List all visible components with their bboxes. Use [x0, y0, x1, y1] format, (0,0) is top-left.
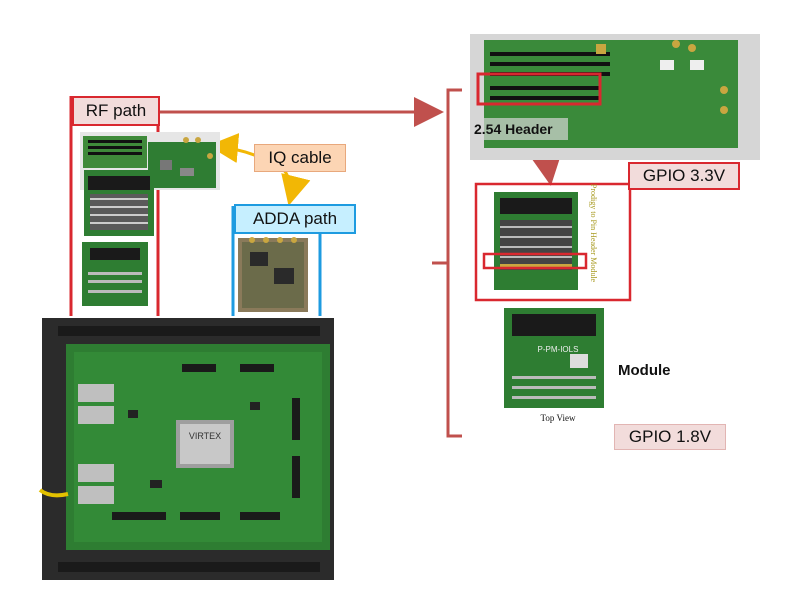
adda-board-photo: [238, 237, 308, 312]
adda-path-label: ADDA path: [234, 204, 356, 234]
header-highlight-box: [476, 72, 602, 106]
gpio33-board-photo: [470, 34, 760, 160]
fpga-main-board: [38, 318, 334, 580]
gpio18-module-photo: [504, 308, 604, 408]
top-view-label: Top View: [540, 413, 576, 423]
rf-small-module: [82, 242, 148, 306]
iq-cable-label: IQ cable: [254, 144, 346, 172]
gpio-bracket: [432, 88, 462, 438]
module-side-text: Prodigy to Pin Header Module: [589, 183, 599, 283]
rf-interposer-board: [84, 170, 154, 236]
prodigy-module-frame: [474, 182, 632, 302]
header-254-label: 2.54 Header: [474, 118, 568, 140]
prodigy-module-photo: [494, 192, 578, 290]
module-part-text: P-PM-IOLS: [537, 344, 579, 354]
gpio18-label: GPIO 1.8V: [614, 424, 726, 450]
module-label: Module: [618, 361, 671, 379]
prodigy-pin-highlight: [482, 252, 588, 270]
gpio33-label: GPIO 3.3V: [628, 162, 740, 190]
iq-cable-arrow-down: [281, 169, 311, 206]
fpga-brand-text: VIRTEX: [188, 431, 222, 441]
rf-path-label: RF path: [72, 96, 160, 126]
